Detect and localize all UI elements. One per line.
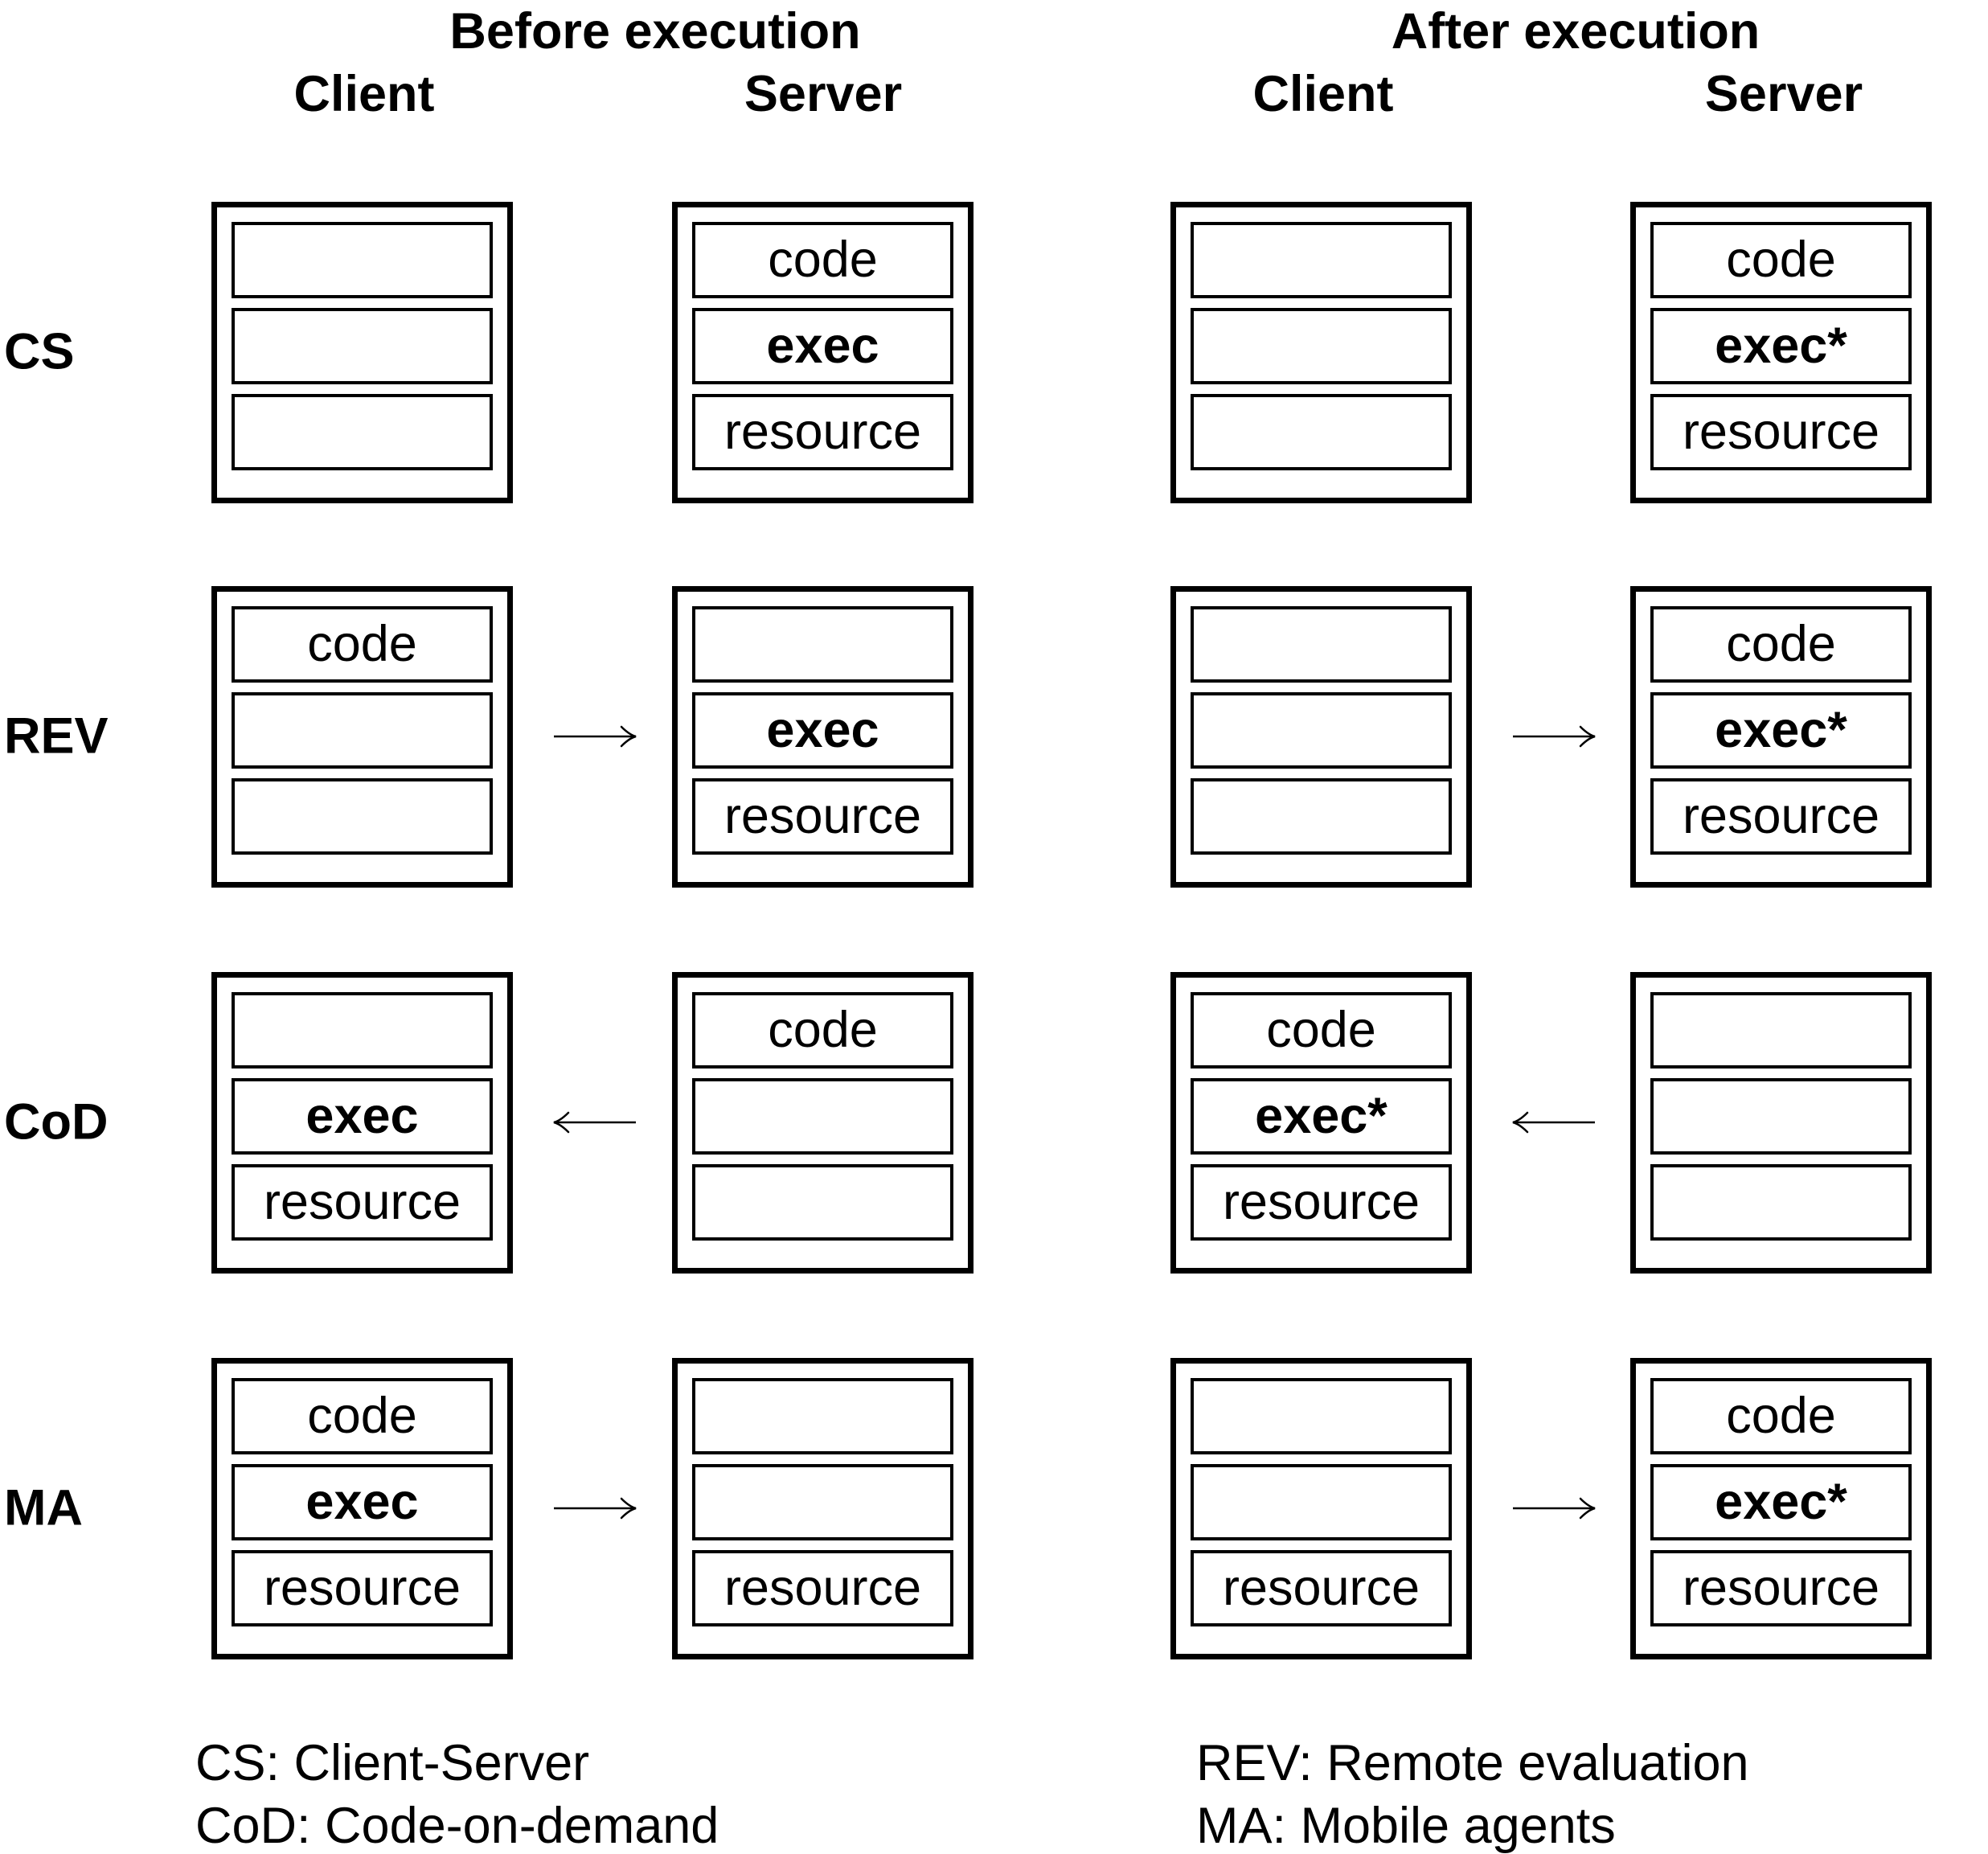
resource-slot xyxy=(232,778,493,855)
resource-slot xyxy=(232,394,493,470)
exec-slot xyxy=(692,1078,953,1155)
header-before-client: Client xyxy=(293,66,435,122)
arrow-left-icon xyxy=(1510,1105,1598,1140)
cs-before-server-node: code exec resource xyxy=(672,202,974,503)
code-slot: code xyxy=(1650,1378,1912,1454)
arrow-right-icon xyxy=(551,1491,639,1526)
arrow-left-icon xyxy=(551,1105,639,1140)
exec-slot xyxy=(1191,308,1452,384)
code-slot xyxy=(1191,222,1452,298)
rev-after-server-node: code exec* resource xyxy=(1630,586,1932,888)
arrow-right-icon xyxy=(551,719,639,754)
ma-after-client-node: resource xyxy=(1170,1358,1472,1659)
cod-after-client-node: code exec* resource xyxy=(1170,972,1472,1274)
exec-slot: exec* xyxy=(1191,1078,1452,1155)
resource-slot: resource xyxy=(692,778,953,855)
exec-slot: exec* xyxy=(1650,308,1912,384)
code-slot xyxy=(232,222,493,298)
resource-slot: resource xyxy=(232,1164,493,1241)
resource-slot: resource xyxy=(1650,778,1912,855)
exec-slot: exec xyxy=(232,1464,493,1540)
header-before-server: Server xyxy=(744,66,903,122)
code-slot: code xyxy=(1191,992,1452,1069)
resource-slot: resource xyxy=(1650,1550,1912,1626)
code-slot: code xyxy=(1650,222,1912,298)
exec-slot: exec* xyxy=(1650,1464,1912,1540)
cod-after-server-node xyxy=(1630,972,1932,1274)
code-slot xyxy=(692,606,953,683)
cod-before-server-node: code xyxy=(672,972,974,1274)
arrow-right-icon xyxy=(1510,719,1598,754)
exec-slot xyxy=(232,692,493,769)
code-slot xyxy=(1191,1378,1452,1454)
rev-before-server-node: exec resource xyxy=(672,586,974,888)
cs-before-client-node xyxy=(211,202,513,503)
code-slot: code xyxy=(232,1378,493,1454)
legend-cs: CS: Client-Server xyxy=(195,1735,590,1791)
ma-before-client-node: code exec resource xyxy=(211,1358,513,1659)
code-slot: code xyxy=(1650,606,1912,683)
exec-slot xyxy=(1191,692,1452,769)
code-slot xyxy=(232,992,493,1069)
code-slot xyxy=(1650,992,1912,1069)
legend-cod: CoD: Code-on-demand xyxy=(195,1798,719,1854)
exec-slot: exec xyxy=(692,308,953,384)
exec-slot xyxy=(1191,1464,1452,1540)
header-before-execution: Before execution xyxy=(449,3,861,59)
legend-rev: REV: Remote evaluation xyxy=(1196,1735,1749,1791)
exec-slot: exec* xyxy=(1650,692,1912,769)
code-slot xyxy=(1191,606,1452,683)
exec-slot xyxy=(232,308,493,384)
exec-slot xyxy=(1650,1078,1912,1155)
resource-slot xyxy=(1650,1164,1912,1241)
code-slot: code xyxy=(232,606,493,683)
resource-slot: resource xyxy=(232,1550,493,1626)
header-after-server: Server xyxy=(1704,66,1863,122)
resource-slot: resource xyxy=(692,394,953,470)
resource-slot xyxy=(1191,394,1452,470)
exec-slot: exec xyxy=(692,692,953,769)
code-slot: code xyxy=(692,222,953,298)
header-after-execution: After execution xyxy=(1391,3,1761,59)
rev-after-client-node xyxy=(1170,586,1472,888)
row-label-cs: CS xyxy=(4,323,75,380)
ma-before-server-node: resource xyxy=(672,1358,974,1659)
legend-ma: MA: Mobile agents xyxy=(1196,1798,1616,1854)
cs-after-server-node: code exec* resource xyxy=(1630,202,1932,503)
row-label-cod: CoD xyxy=(4,1093,109,1151)
resource-slot xyxy=(1191,778,1452,855)
resource-slot xyxy=(692,1164,953,1241)
row-label-ma: MA xyxy=(4,1479,83,1536)
arrow-right-icon xyxy=(1510,1491,1598,1526)
cs-after-client-node xyxy=(1170,202,1472,503)
ma-after-server-node: code exec* resource xyxy=(1630,1358,1932,1659)
resource-slot: resource xyxy=(1191,1550,1452,1626)
rev-before-client-node: code xyxy=(211,586,513,888)
row-label-rev: REV xyxy=(4,708,109,765)
resource-slot: resource xyxy=(692,1550,953,1626)
code-slot xyxy=(692,1378,953,1454)
exec-slot xyxy=(692,1464,953,1540)
resource-slot: resource xyxy=(1191,1164,1452,1241)
cod-before-client-node: exec resource xyxy=(211,972,513,1274)
exec-slot: exec xyxy=(232,1078,493,1155)
resource-slot: resource xyxy=(1650,394,1912,470)
header-after-client: Client xyxy=(1252,66,1394,122)
code-slot: code xyxy=(692,992,953,1069)
